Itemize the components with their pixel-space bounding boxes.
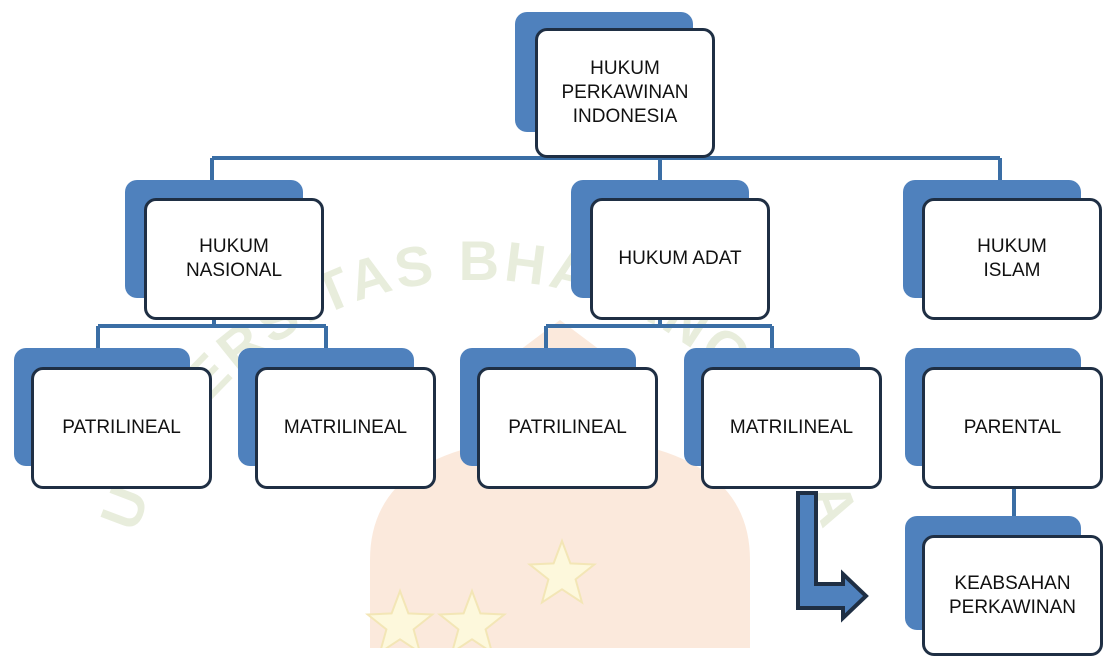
bent-arrow-icon [796, 491, 869, 623]
node-nasional-matrilineal-label: MATRILINEAL [283, 417, 408, 438]
node-keabsahan-perkawinan-label: KEABSAHAN PERKAWINAN [948, 572, 1077, 618]
node-hukum-adat-label: HUKUM ADAT [618, 248, 742, 269]
node-adat-matrilineal-label: MATRILINEAL [729, 417, 854, 438]
watermark-star-icon [436, 588, 508, 648]
node-nasional-patrilineal-label: PATRILINEAL [62, 417, 181, 438]
watermark-star-icon [526, 538, 598, 605]
node-root-label: HUKUM PERKAWINAN INDONESIA [561, 58, 689, 127]
watermark-star-icon [364, 588, 436, 648]
node-hukum-islam-label: HUKUM ISLAM [977, 236, 1047, 281]
node-adat-patrilineal-label: PATRILINEAL [508, 417, 627, 438]
node-islam-parental-label: PARENTAL [963, 417, 1062, 438]
node-hukum-nasional-label: HUKUM NASIONAL [185, 236, 283, 281]
